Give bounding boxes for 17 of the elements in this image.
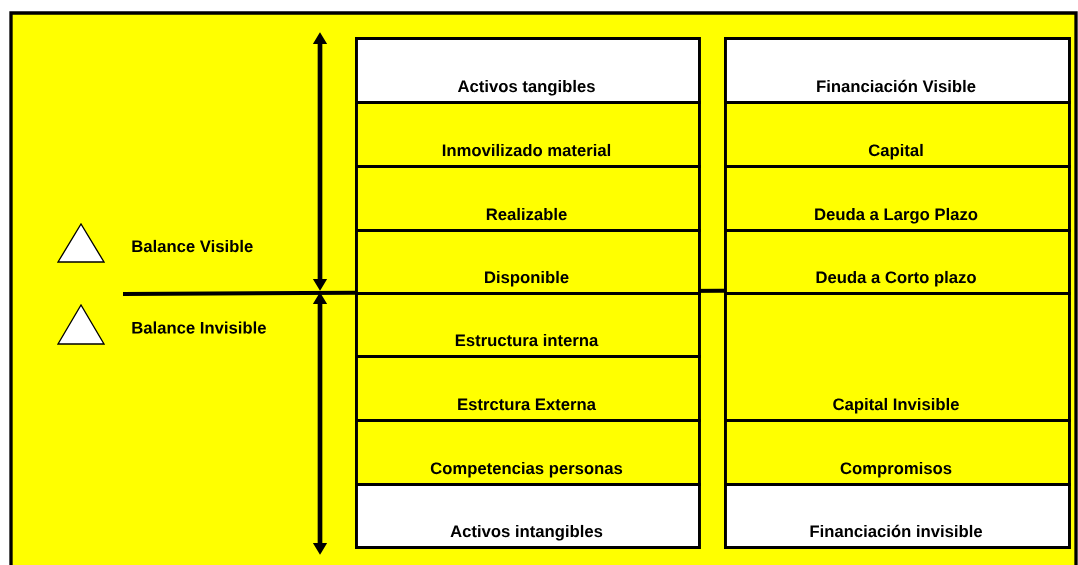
table-cell: Deuda a Corto plazo (724, 229, 1071, 295)
table-cell: Activos intangibles (355, 483, 701, 549)
side-label: Balance Visible (132, 239, 253, 253)
table-cell: Competencias personas (355, 419, 701, 486)
side-label: Balance Invisible (132, 321, 266, 334)
table-cell: Financiación invisible (724, 483, 1071, 549)
table-cell: Realizable (355, 165, 701, 232)
table-cell: Inmovilizado material (355, 101, 701, 168)
table-cell: Capital Invisible (724, 292, 1071, 422)
table-cell: Disponible (355, 229, 701, 295)
table-cell: Financiación Visible (724, 37, 1071, 104)
table-cell: Capital (724, 101, 1071, 168)
table-cell: Activos tangibles (355, 37, 701, 104)
table-cell: Estructura interna (355, 292, 701, 358)
table-cell: Compromisos (724, 419, 1071, 486)
table-cell: Deuda a Largo Plazo (724, 165, 1071, 232)
table-cell: Estrctura Externa (355, 355, 701, 422)
